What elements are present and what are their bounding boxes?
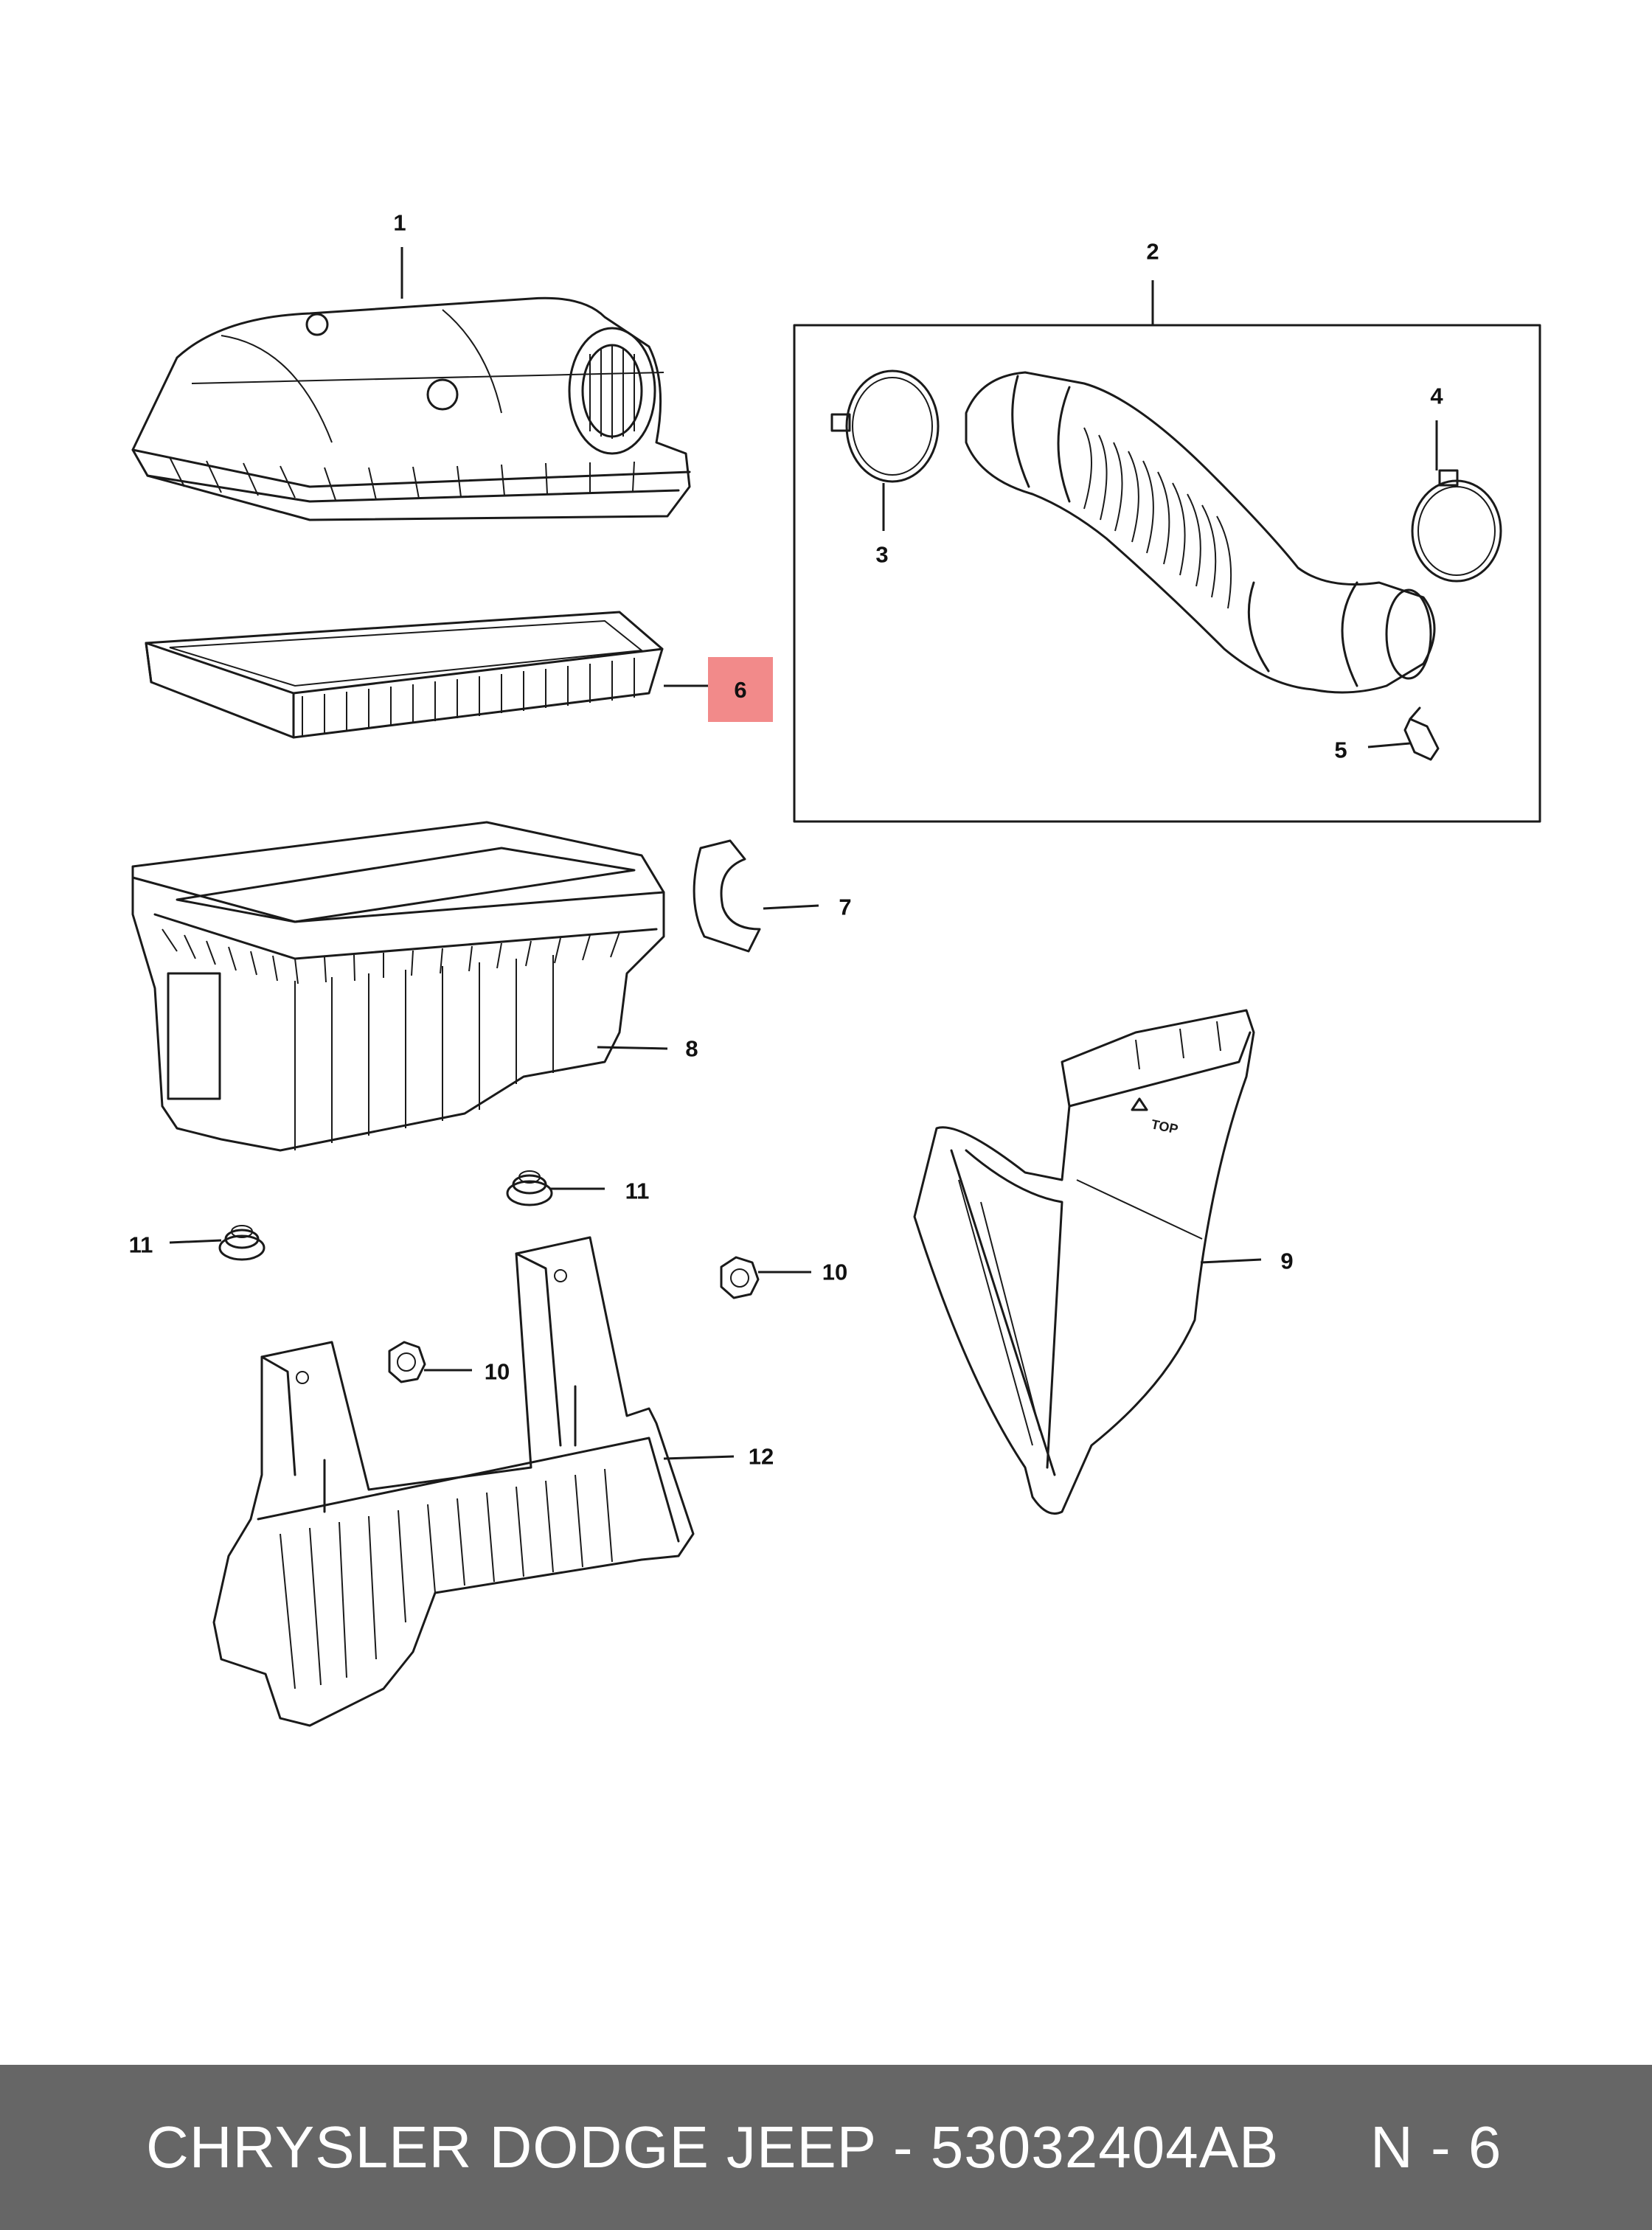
parts-diagram: TOP	[131, 247, 1541, 1727]
part-air-inlet-hose	[965, 371, 1436, 694]
callout-11-lower: 11	[128, 1232, 153, 1258]
callout-3: 3	[875, 541, 889, 568]
part-clip	[693, 839, 761, 953]
callout-12: 12	[748, 1443, 774, 1470]
duct-top-marking: TOP	[1150, 1116, 1179, 1136]
part-nut-b	[388, 1341, 426, 1383]
footer-brand-part-number: CHRYSLER DODGE JEEP - 53032404AB	[146, 2114, 1280, 2180]
part-grommet-a	[506, 1170, 553, 1206]
part-sensor	[1403, 706, 1440, 761]
part-air-cleaner-housing	[131, 821, 665, 1152]
callout-10-lower: 10	[484, 1358, 510, 1385]
part-air-cleaner-cover	[131, 296, 691, 521]
callout-1: 1	[393, 209, 406, 236]
part-air-duct: TOP	[913, 1009, 1255, 1515]
callout-7: 7	[839, 894, 852, 920]
part-grommet-b	[218, 1225, 266, 1261]
callout-11-upper: 11	[625, 1178, 650, 1204]
part-clamp-left	[830, 369, 940, 483]
callout-4: 4	[1430, 383, 1443, 409]
callout-5: 5	[1334, 737, 1347, 763]
part-clamp-right	[1411, 469, 1502, 583]
part-air-filter	[145, 611, 664, 739]
footer-bar: CHRYSLER DODGE JEEP - 53032404AB N - 6	[0, 2065, 1652, 2230]
hose-assembly-frame	[793, 324, 1541, 823]
callout-8: 8	[685, 1035, 698, 1062]
callout-6-highlighted: 6	[708, 657, 773, 722]
footer-code: N - 6	[1370, 2114, 1502, 2180]
part-mounting-bracket	[212, 1236, 695, 1727]
part-nut-a	[720, 1256, 760, 1299]
callout-2: 2	[1146, 238, 1159, 265]
callout-9: 9	[1280, 1248, 1294, 1274]
leader-lines	[169, 247, 1438, 1460]
callout-10-upper: 10	[822, 1259, 848, 1285]
